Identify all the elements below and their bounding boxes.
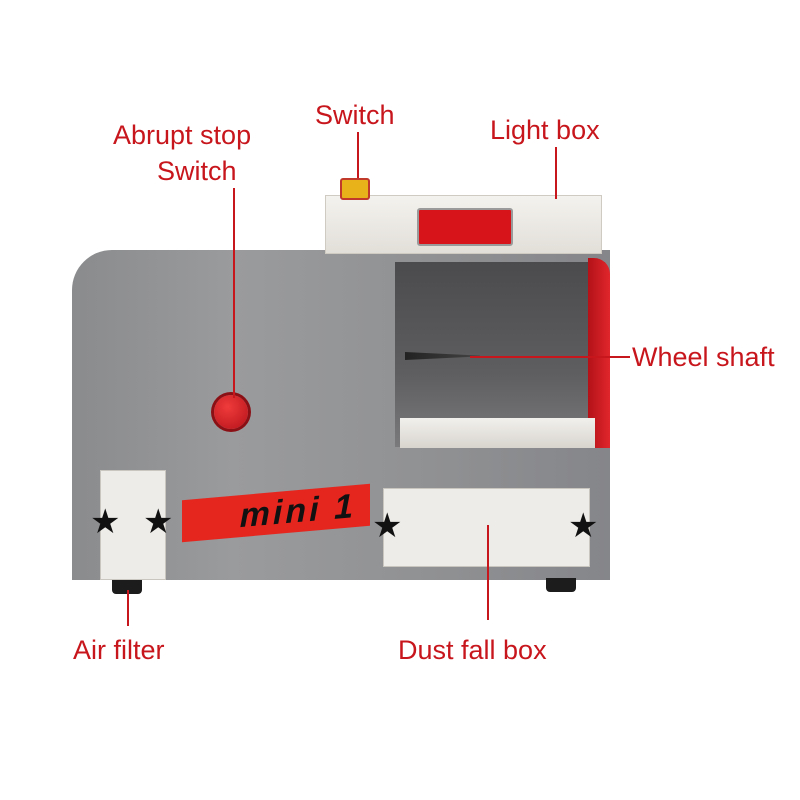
power-switch xyxy=(340,178,370,200)
dust-fall-box-panel xyxy=(383,488,590,567)
air-filter-panel xyxy=(100,470,166,580)
switch-leader-line xyxy=(357,132,359,178)
star-knob-icon: ★ xyxy=(90,503,121,541)
emergency-stop-button xyxy=(214,395,248,429)
red-trim xyxy=(588,258,610,448)
wheel-shaft-leader-line xyxy=(470,356,630,358)
tray xyxy=(400,418,595,448)
label-abrupt-stop: Abrupt stop xyxy=(113,120,252,150)
name-plate xyxy=(417,208,513,246)
label-wheel-shaft: Wheel shaft xyxy=(632,342,775,372)
star-knob-icon: ★ xyxy=(143,503,174,541)
label-air-filter: Air filter xyxy=(73,635,165,665)
label-abrupt-stop-switch: Switch xyxy=(157,156,237,186)
label-dust-fall-box: Dust fall box xyxy=(398,635,547,665)
stop-leader-line xyxy=(233,188,235,398)
air-filter-leader-line xyxy=(127,590,129,626)
label-light-box: Light box xyxy=(490,115,600,145)
light-box-leader-line xyxy=(555,147,557,199)
label-switch: Switch xyxy=(315,100,395,130)
star-knob-icon: ★ xyxy=(372,507,403,545)
foot xyxy=(112,580,142,594)
dust-box-leader-line xyxy=(487,525,489,620)
star-knob-icon: ★ xyxy=(568,507,599,545)
foot xyxy=(546,578,576,592)
wheel-shaft xyxy=(405,352,480,360)
